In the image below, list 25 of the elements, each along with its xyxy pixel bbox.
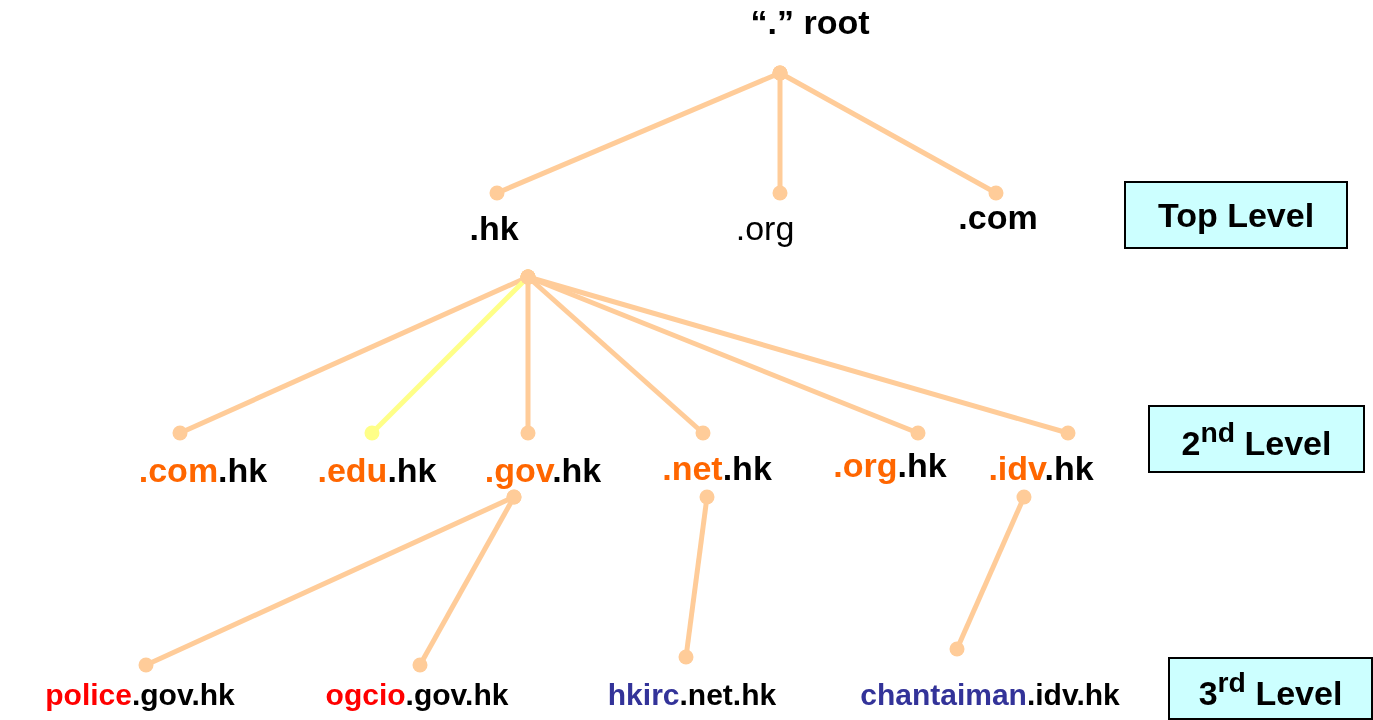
domain-label: hkirc.net.hk bbox=[607, 680, 777, 710]
domain-label: .org.hk bbox=[833, 448, 947, 482]
domain-label: “.” root bbox=[750, 5, 870, 39]
domain-label: .gov.hk bbox=[484, 453, 602, 487]
level-label: Top Level bbox=[1157, 198, 1315, 232]
level-box bbox=[1124, 181, 1348, 249]
domain-label: .org bbox=[735, 211, 795, 245]
tree-connector bbox=[772, 65, 1004, 201]
level-box bbox=[1168, 657, 1373, 720]
tree-connector bbox=[678, 489, 715, 665]
domain-label: .com.hk bbox=[138, 453, 268, 487]
domain-label: police.gov.hk bbox=[45, 680, 235, 710]
tree-connector bbox=[949, 489, 1032, 657]
domain-label: .hk bbox=[469, 211, 519, 245]
domain-label: ogcio.gov.hk bbox=[325, 680, 509, 710]
domain-label: .edu.hk bbox=[317, 453, 437, 487]
level-label: 3$^{rd}$ Level bbox=[1198, 667, 1343, 710]
domain-label: .idv.hk bbox=[988, 451, 1094, 485]
domain-label: .net.hk bbox=[662, 451, 772, 485]
level-box bbox=[1148, 405, 1365, 473]
domain-label: .com bbox=[958, 200, 1038, 234]
tree-connector bbox=[520, 269, 1076, 441]
domain-label: chantaiman.idv.hk bbox=[860, 680, 1120, 710]
tree-connector bbox=[412, 489, 522, 673]
level-label: 2$^{nd}$ Level bbox=[1181, 418, 1332, 460]
